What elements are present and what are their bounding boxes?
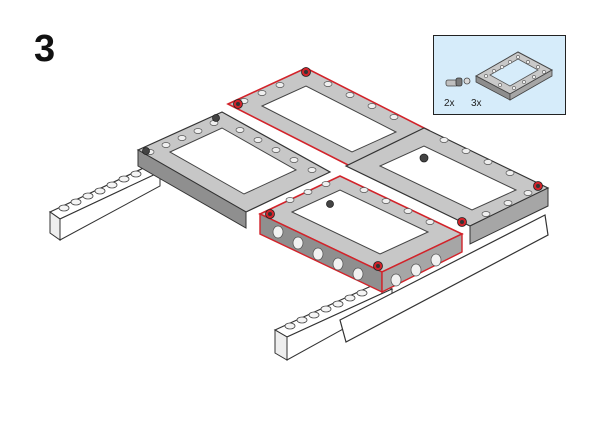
frame-quantity: 3x: [471, 98, 482, 109]
base-beam: [339, 214, 549, 343]
open-frame-icon: [474, 51, 554, 101]
parts-illustration: [445, 51, 554, 101]
step-number: 3: [34, 28, 56, 70]
lift-arm-back: [48, 164, 162, 241]
frame-back-new: [226, 67, 430, 167]
frame-left: [136, 111, 332, 229]
parts-callout: 2x 3x: [433, 35, 566, 115]
frame-right: [344, 127, 550, 245]
pin-quantity: 2x: [444, 98, 455, 109]
frame-front-new: [258, 175, 467, 294]
connector-pin-icon: [445, 77, 471, 87]
